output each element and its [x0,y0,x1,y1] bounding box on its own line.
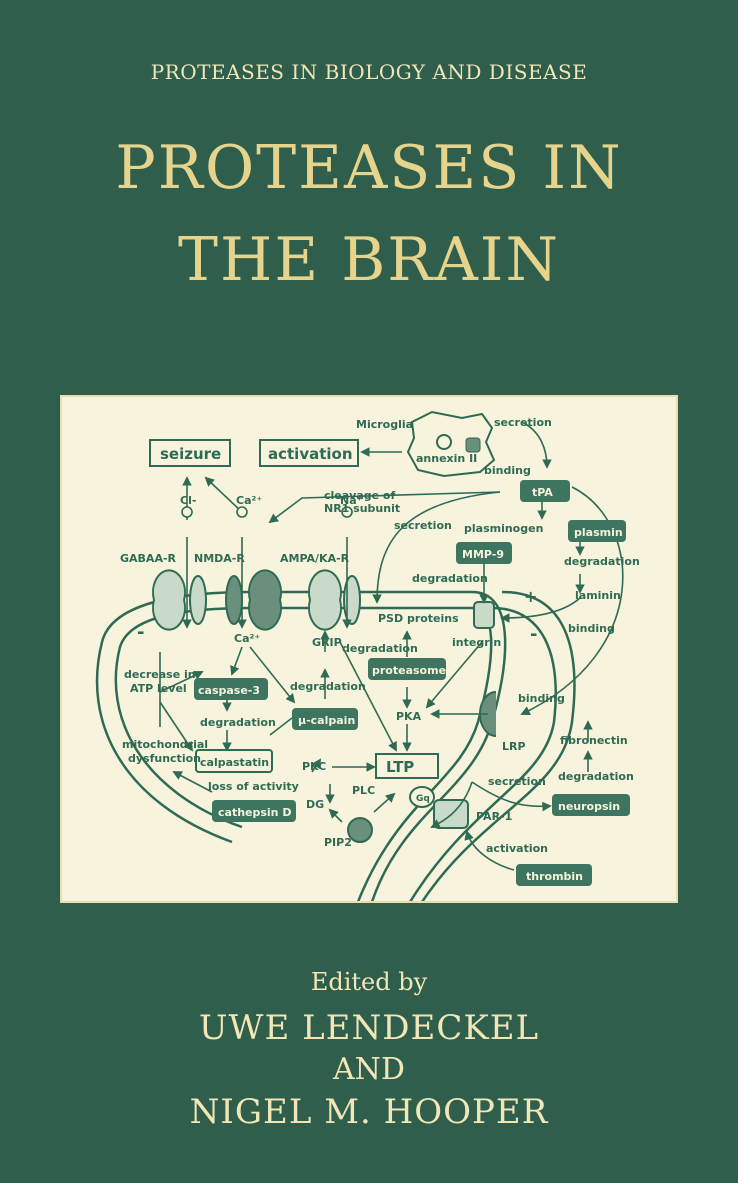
label-degradation-fibro: degradation [558,770,634,783]
plc-node [347,817,373,843]
label-secretion-bottom: secretion [488,775,546,788]
editor-1: UWE LENDECKEL [198,1008,540,1048]
book-title-line-2: THE BRAIN [177,225,560,295]
label-ca-mid: Ca²⁺ [234,632,260,645]
label-mito-2: dysfunction [128,752,201,765]
label-minus-left: - [137,622,144,643]
label-binding-lrp: binding [518,692,565,705]
label-degradation-mmp: degradation [412,572,488,585]
label-caspase: caspase-3 [198,684,260,697]
nmda-receptor-b [225,575,243,625]
label-pkc: PKC [302,760,326,773]
calpain-badge [292,708,358,730]
label-degradation-proteasome: degradation [342,642,418,655]
label-annexin: annexin II [416,452,477,465]
ampa-receptor-b [308,569,342,631]
label-tpa: tPA [532,486,553,499]
integrin-receptor [473,601,495,629]
label-degradation-plasmin: degradation [564,555,640,568]
calpastatin-box [195,749,273,773]
book-title-line-1: PROTEASES IN [115,133,623,203]
label-nmda: NMDA-R [194,552,245,565]
editor-2: NIGEL M. HOOPER [189,1092,549,1132]
label-plc: PLC [352,784,375,797]
label-par1: PAR-1 [476,810,512,823]
edited-by: Edited by [310,968,428,996]
label-degradation-calpastatin: degradation [200,716,276,729]
label-activation-bottom: activation [486,842,548,855]
cover-diagram: Microglia annexin II secretion binding s… [60,395,678,903]
label-gaba: GABAA-R [120,552,177,565]
label-cleavage-2: NR1 subunit [324,502,400,515]
label-activation: activation [268,445,353,463]
membrane-right-inner [409,606,557,901]
label-minus-right: - [530,624,537,645]
label-pka: PKA [396,710,422,723]
label-pip2: PIP2 [324,836,352,849]
label-loss: loss of activity [208,780,299,793]
label-lrp: LRP [502,740,526,753]
label-ltp: LTP [386,758,414,776]
label-plasminogen: plasminogen [464,522,543,535]
label-neuropsin: neuropsin [558,800,620,813]
tpa-badge [520,480,570,502]
label-laminin: laminin [575,589,621,602]
gaba-receptor [152,569,186,631]
label-gq: Gq [416,794,430,804]
label-fibronectin: fibronectin [560,734,628,747]
label-secretion-mid: secretion [394,519,452,532]
label-calpain: μ-calpain [298,714,355,727]
label-mmp9: MMP-9 [462,548,504,561]
nmda-receptor-a [189,575,207,625]
label-ampa: AMPA/KA-R [280,552,350,565]
mmp9-badge [456,542,512,564]
label-seizure: seizure [160,445,221,463]
and-label: AND [333,1052,405,1087]
label-cl: Cl- [180,494,196,507]
label-plus: + [524,587,537,606]
proteasome-badge [368,658,446,680]
label-secretion-top: secretion [494,416,552,429]
thrombin-badge [516,864,592,886]
ltp-box [375,753,439,779]
label-na: Na⁺ [340,494,363,507]
label-microglia: Microglia [356,418,413,431]
membrane-right-outer [421,590,576,901]
label-binding-top: binding [484,464,531,477]
label-degradation-calpain: degradation [290,680,366,693]
cathepsin-badge [212,800,296,822]
label-plasmin: plasmin [574,526,623,539]
seizure-box [149,439,231,467]
label-cathepsin: cathepsin D [218,806,291,819]
label-thrombin: thrombin [526,870,583,883]
label-grip: GRIP [312,636,342,649]
label-mito-1: mitochondrial [122,738,208,751]
label-cleavage-1: cleavage of [324,489,395,502]
gq-node [409,786,435,808]
label-ca-top: Ca²⁺ [236,494,262,507]
label-calpastatin: calpastatin [200,756,269,769]
label-dg: DG [306,798,324,811]
na-channel [343,575,361,625]
plasmin-badge [568,520,626,542]
label-integrin: integrin [452,636,501,649]
label-decrease-2: ATP level [130,682,187,695]
ampa-receptor-a [248,569,282,631]
activation-box [259,439,359,467]
label-psd: PSD proteins [378,612,459,625]
label-binding-right: binding [568,622,615,635]
label-proteasome: proteasome [372,664,446,677]
neuropsin-badge [552,794,630,816]
label-decrease-1: decrease in [124,668,196,681]
series-title: PROTEASES IN BIOLOGY AND DISEASE [150,60,588,84]
caspase-badge [194,678,268,700]
